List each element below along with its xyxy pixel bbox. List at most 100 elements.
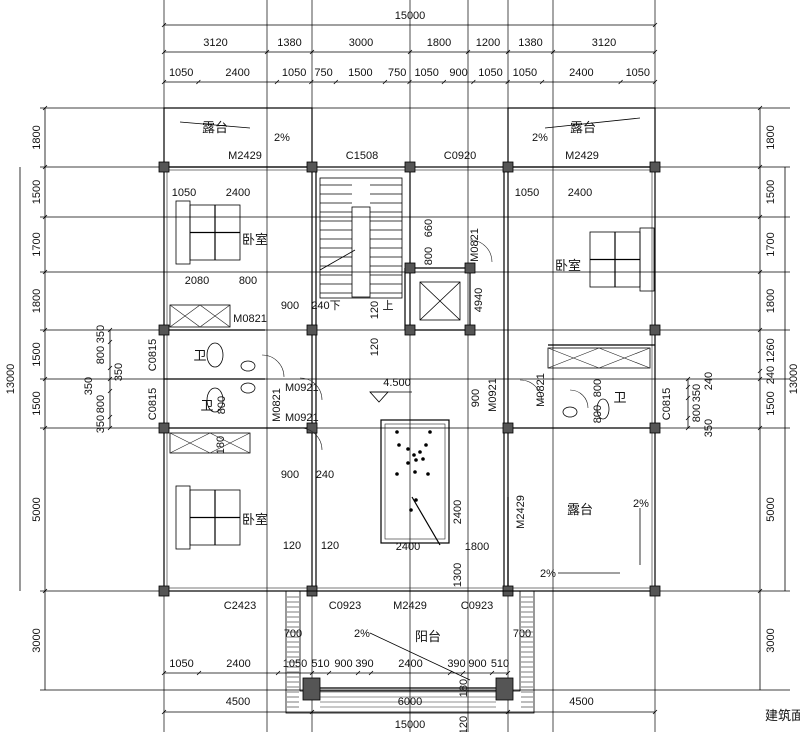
door-swing: [569, 389, 589, 409]
structural-column: [306, 422, 318, 434]
dimension-tick: [505, 670, 511, 676]
opening-label: C0815: [661, 388, 673, 420]
stair-break-line: [319, 249, 356, 271]
wardrobe: [547, 347, 651, 369]
structural-column: [306, 161, 318, 173]
structural-column: [502, 161, 514, 173]
dimension-label: 900: [334, 658, 352, 670]
opening-label: M0821: [535, 373, 547, 407]
dimension-label: 1800: [465, 541, 489, 553]
billiard-ball: [424, 443, 428, 447]
dimension-tick: [42, 376, 48, 382]
opening-label: C0923: [461, 600, 493, 612]
dimension-label: 800: [592, 405, 604, 423]
bed-headboard: [639, 227, 655, 292]
dimension-label: 1200: [476, 37, 500, 49]
dimension-label: 2400: [452, 500, 464, 524]
dimension-label: 1050: [513, 67, 537, 79]
structural-column: [158, 422, 170, 434]
slope-label: 2%: [532, 132, 548, 144]
dimension-tick: [471, 79, 476, 85]
sink: [562, 406, 578, 418]
slope-arrow: [179, 121, 251, 129]
dimension-tick: [42, 588, 48, 594]
dimension-tick: [309, 49, 315, 55]
dimension-tick: [309, 79, 314, 85]
dimension-label: 120: [458, 716, 470, 732]
sink: [240, 382, 256, 394]
dimension-tick: [757, 214, 763, 220]
dimension-label: 700: [513, 628, 531, 640]
opening-label: C0815: [147, 339, 159, 371]
elevation-marker: [369, 391, 389, 403]
dimension-label: 120: [283, 540, 301, 552]
dimension-label: 5000: [765, 497, 777, 521]
dimension-label: 3000: [31, 628, 43, 652]
dimension-tick: [264, 49, 270, 55]
dimension-tick: [618, 79, 623, 85]
toilet: [206, 387, 224, 413]
structural-column: [502, 422, 514, 434]
dimension-tick: [274, 79, 280, 85]
door-swing: [469, 239, 493, 263]
dimension-tick: [685, 425, 691, 431]
dimension-label: 2400: [225, 67, 249, 79]
dimension-label: 800: [216, 396, 228, 414]
dimension-label: 120: [321, 540, 339, 552]
opening-label: M0921: [487, 378, 499, 412]
opening-label: M2429: [515, 495, 527, 529]
opening-label: M0821: [233, 313, 267, 325]
dimension-tick: [685, 384, 691, 390]
dimension-label: 900: [470, 389, 482, 407]
billiard-ball: [397, 443, 401, 447]
dimension-label: 510: [311, 658, 329, 670]
slope-label: 2%: [633, 498, 649, 510]
dimension-label: 120: [369, 301, 381, 319]
billiard-ball: [414, 458, 418, 462]
terrace-right-parapet: [507, 107, 656, 168]
door-swing: [299, 427, 323, 451]
dimension-tick: [685, 415, 691, 421]
dimension-tick: [161, 709, 167, 715]
wardrobe-x: [199, 304, 231, 328]
dimension-label: 2400: [398, 658, 422, 670]
dimension-tick: [652, 49, 658, 55]
staircase: [319, 177, 403, 299]
wardrobe: [169, 304, 231, 328]
structural-column: [649, 324, 661, 336]
billiard-ball: [395, 430, 399, 434]
dimension-label: 800: [592, 379, 604, 397]
dimension-label: 350: [691, 384, 703, 402]
dimension-label: 900: [468, 658, 486, 670]
dimension-label: 上: [383, 299, 394, 312]
balcony-column: [495, 677, 514, 701]
bed-headboard: [175, 485, 191, 550]
wardrobe-x: [169, 432, 211, 454]
dimension-tick: [196, 670, 202, 676]
room-label: 卧室: [555, 258, 581, 274]
dimension-label: 1800: [31, 125, 43, 149]
billiard-ball: [395, 472, 399, 476]
dimension-tick: [757, 105, 763, 111]
door-swing: [299, 377, 323, 401]
dimension-label: 1500: [348, 67, 372, 79]
dimension-label: 750: [314, 67, 332, 79]
room-label: 卧室: [242, 512, 268, 528]
opening-label: M2429: [228, 150, 262, 162]
wardrobe-x: [209, 432, 251, 454]
dimension-tick: [107, 339, 113, 345]
dimension-label: 240下: [311, 300, 340, 312]
dimension-label: 5000: [31, 497, 43, 521]
dimension-label: 6000: [398, 696, 422, 708]
dimension-label: 1300: [452, 563, 464, 587]
wardrobe: [169, 432, 251, 454]
dimension-tick: [685, 395, 691, 401]
dimension-label: 1050: [169, 67, 193, 79]
dimension-label: 15000: [395, 719, 426, 731]
dimension-tick: [441, 79, 447, 85]
sink: [240, 360, 256, 372]
dimension-label: 1800: [765, 289, 777, 313]
dimension-tick: [275, 670, 281, 676]
dimension-tick: [539, 79, 545, 85]
